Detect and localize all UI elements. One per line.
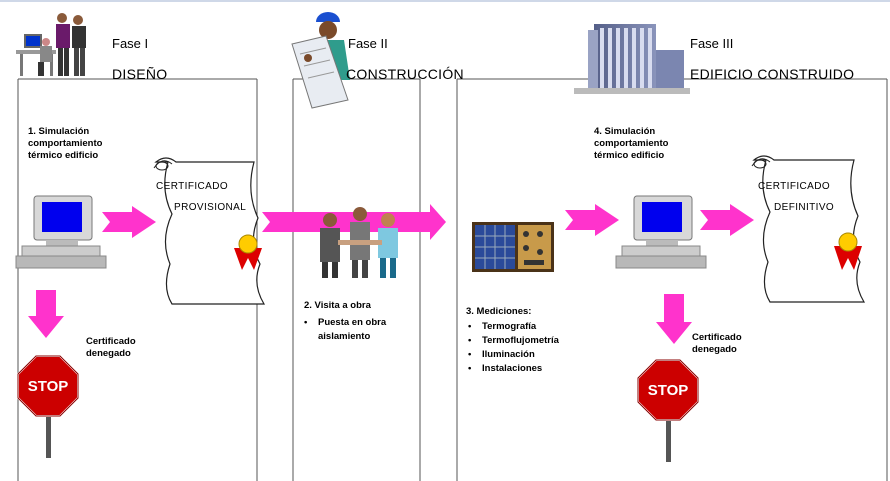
step-1-title: 1. Simulación comportamiento térmico edi… [28,126,103,161]
arrow-down-icon [28,290,64,338]
computer-icon [15,195,107,269]
list-item: • Puesta en obra aislamiento [304,317,387,342]
stop-sign-icon: STOP [637,359,699,462]
step-3-bullets: Termografía Termoflujometría Iluminación… [468,320,559,376]
list-item: Termoflujometría [468,334,559,348]
computer-icon [615,195,707,269]
arrow-down-icon [656,294,692,344]
phase-1-label: Fase I [112,36,149,51]
phase-1-title: DISEÑO [112,66,168,82]
office-workers-icon [16,13,86,76]
certificate-provisional-line1: CERTIFICADO [156,181,228,192]
stop-sign-label: STOP [28,378,69,395]
phase-3-title: EDIFICIO CONSTRUIDO [690,66,855,82]
certificate-denied-left: Certificado denegado [86,336,136,359]
list-item: Termografía [468,320,559,334]
construction-worker-icon [291,12,350,109]
certificate-denied-right: Certificado denegado [692,332,742,355]
top-border [0,0,890,2]
phase-lines [17,78,888,481]
certificate-definitive-line1: CERTIFICADO [758,181,830,192]
building-icon [574,24,690,94]
certificate-provisional-line2: PROVISIONAL [174,202,247,213]
list-item: Instalaciones [468,362,559,376]
phase-2-label: Fase II [348,36,388,51]
arrow-right-icon [565,204,619,236]
measurement-device-icon [472,222,554,272]
phase-2-title: CONSTRUCCIÓN [346,66,464,82]
certificate-scroll-icon [751,155,866,303]
phase-3-label: Fase III [690,36,734,51]
arrow-right-icon [102,206,156,238]
certificate-definitive-line2: DEFINITIVO [774,202,835,213]
seal-icon [834,232,862,270]
handshake-people-icon [320,207,398,278]
step-2-title: 2. Visita a obra [304,300,371,311]
step-3-title: 3. Mediciones: [466,306,532,317]
step-4-title: 4. Simulación comportamiento térmico edi… [594,126,669,161]
stop-sign-icon: STOP [17,355,79,458]
step-2-bullets: • Puesta en obra aislamiento [304,316,416,344]
stop-sign-label: STOP [648,382,689,399]
list-item: Iluminación [468,348,559,362]
certificate-scroll-icon [153,157,266,305]
seal-icon [234,234,262,270]
arrow-right-icon [700,204,754,236]
